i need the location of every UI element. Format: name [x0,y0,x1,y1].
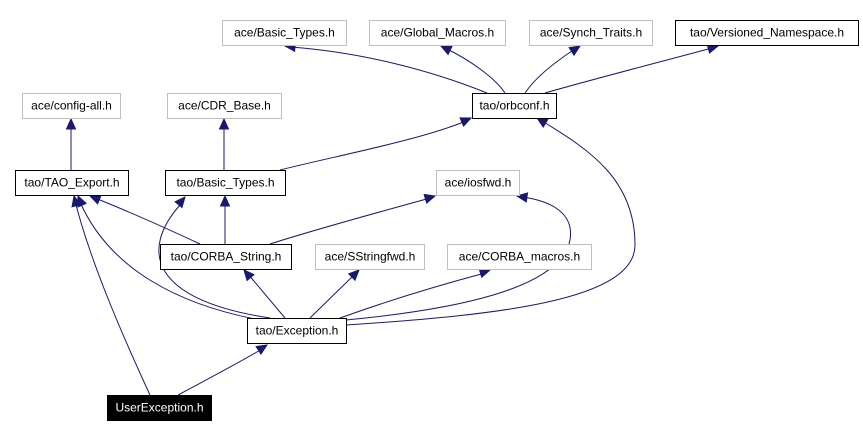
node-label: ace/Global_Macros.h [381,26,494,40]
node-label: tao/CORBA_String.h [171,250,282,264]
edge-line [79,201,261,321]
node-label: ace/CORBA_macros.h [459,250,580,264]
node-corba-string[interactable]: tao/CORBA_String.h [160,244,292,270]
node-basic-types-ace: ace/Basic_Types.h [222,20,347,46]
node-corba-macros: ace/CORBA_macros.h [447,244,592,270]
node-label: UserException.h [115,401,203,415]
arrowhead-icon [568,45,582,57]
node-exception[interactable]: tao/Exception.h [247,318,347,344]
edge-exception-to-corba-macros [339,267,492,319]
node-label: tao/TAO_Export.h [24,176,119,190]
edge-line [247,273,286,319]
edges [65,41,720,396]
node-label: ace/iosfwd.h [445,176,512,190]
edge-basic-types-tao-to-cdr-base [218,117,230,170]
node-box [222,20,347,46]
node-box [165,170,286,196]
node-config-all: ace/config-all.h [22,93,121,119]
edge-tao-export-to-config-all [65,117,77,170]
edge-corba-string-to-iosfwd [269,193,437,245]
arrowhead-icon [439,45,453,56]
node-label: tao/Versioned_Namespace.h [690,26,844,40]
node-cdr-base: ace/CDR_Base.h [167,93,282,119]
node-box [107,395,212,421]
node-box [472,93,557,119]
node-box [369,20,506,46]
edge-line [309,273,356,319]
edge-user-exception-to-exception [177,344,269,396]
node-basic-types-tao[interactable]: tao/Basic_Types.h [165,170,286,196]
node-box [22,93,121,119]
node-label: ace/SStringfwd.h [325,250,416,264]
node-box [315,244,425,270]
node-iosfwd: ace/iosfwd.h [436,170,520,196]
edge-line [269,197,431,245]
node-label: tao/Exception.h [256,324,339,338]
edge-orbconf-to-basic-types-ace [283,41,488,94]
node-label: tao/orbconf.h [479,99,549,113]
edge-line [524,48,576,94]
edge-line [444,47,506,94]
arrowhead-icon [515,192,529,203]
edge-corba-string-to-basic-types-tao [219,194,231,244]
node-orbconf[interactable]: tao/orbconf.h [472,93,557,119]
nodes: ace/Basic_Types.h ace/Global_Macros.h ace/… [15,20,859,421]
node-box [160,244,292,270]
node-label: ace/Synch_Traits.h [540,26,642,40]
edge-line [544,47,713,94]
edge-line [74,200,151,396]
arrowhead-icon [423,193,437,204]
node-sstringfwd: ace/SStringfwd.h [315,244,425,270]
node-box [167,93,282,119]
node-user-exception[interactable]: UserException.h [107,395,212,421]
arrowhead-icon [88,195,102,205]
edge-line [279,120,467,171]
arrowhead-icon [218,117,230,130]
node-label: ace/CDR_Base.h [178,99,271,113]
arrowhead-icon [243,269,255,282]
edge-line [345,120,636,326]
arrowhead-icon [255,344,269,356]
node-box [436,170,520,196]
node-global-macros: ace/Global_Macros.h [369,20,506,46]
edge-line [158,204,271,319]
edge-orbconf-to-synch-traits [524,45,582,94]
arrowhead-icon [347,269,360,282]
node-box [447,244,592,270]
edge-user-exception-to-tao-export [71,194,151,396]
node-box [15,170,129,196]
arrowhead-icon [535,117,549,128]
edge-exception-to-orbconf [345,117,636,326]
arrowhead-icon [65,117,77,130]
edge-line [94,197,201,245]
node-label: tao/Basic_Types.h [176,176,274,190]
edge-line [177,348,263,396]
edge-line [289,46,488,94]
node-tao-export[interactable]: tao/TAO_Export.h [15,170,129,196]
arrowhead-icon [219,194,231,207]
arrowhead-icon [174,196,186,209]
node-synch-traits: ace/Synch_Traits.h [529,20,653,46]
edge-exception-to-corba-string [243,269,286,319]
edge-basic-types-tao-to-orbconf [279,117,473,171]
node-box [247,318,347,344]
node-versioned-ns[interactable]: tao/Versioned_Namespace.h [675,20,859,46]
arrowhead-icon [459,117,473,128]
edge-line [339,272,486,319]
node-box [675,20,859,46]
node-label: ace/config-all.h [31,99,112,113]
edge-exception-to-basic-types-tao [158,196,271,319]
edge-orbconf-to-global-macros [439,45,506,94]
edge-exception-to-sstringfwd [309,269,360,319]
node-box [529,20,653,46]
node-label: ace/Basic_Types.h [234,26,335,40]
arrowhead-icon [71,194,82,208]
